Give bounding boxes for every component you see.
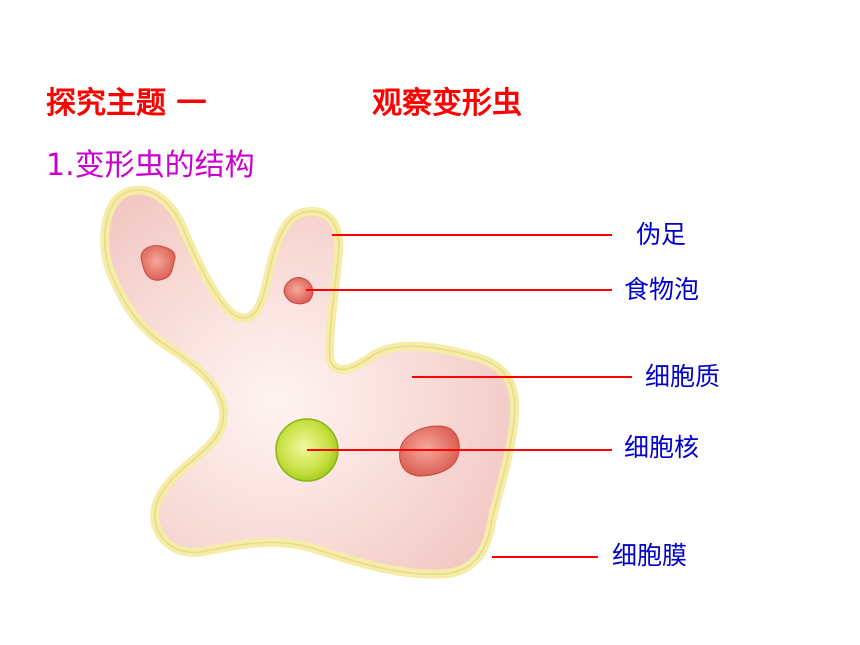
label-nucleus: 细胞核 — [624, 433, 700, 462]
label-cell-membrane: 细胞膜 — [612, 541, 688, 570]
label-cytoplasm: 细胞质 — [645, 362, 721, 391]
topic-heading: 探究主题 一 — [46, 86, 207, 121]
label-pseudopod: 伪足 — [636, 220, 687, 249]
label-food-vacuole: 食物泡 — [624, 275, 700, 304]
topic-title: 观察变形虫 — [372, 86, 522, 121]
food-vacuole-2 — [283, 277, 314, 305]
food-vacuole-1 — [140, 245, 176, 281]
cell-membrane-edge — [104, 189, 516, 575]
section-title: 1.变形虫的结构 — [46, 148, 255, 183]
